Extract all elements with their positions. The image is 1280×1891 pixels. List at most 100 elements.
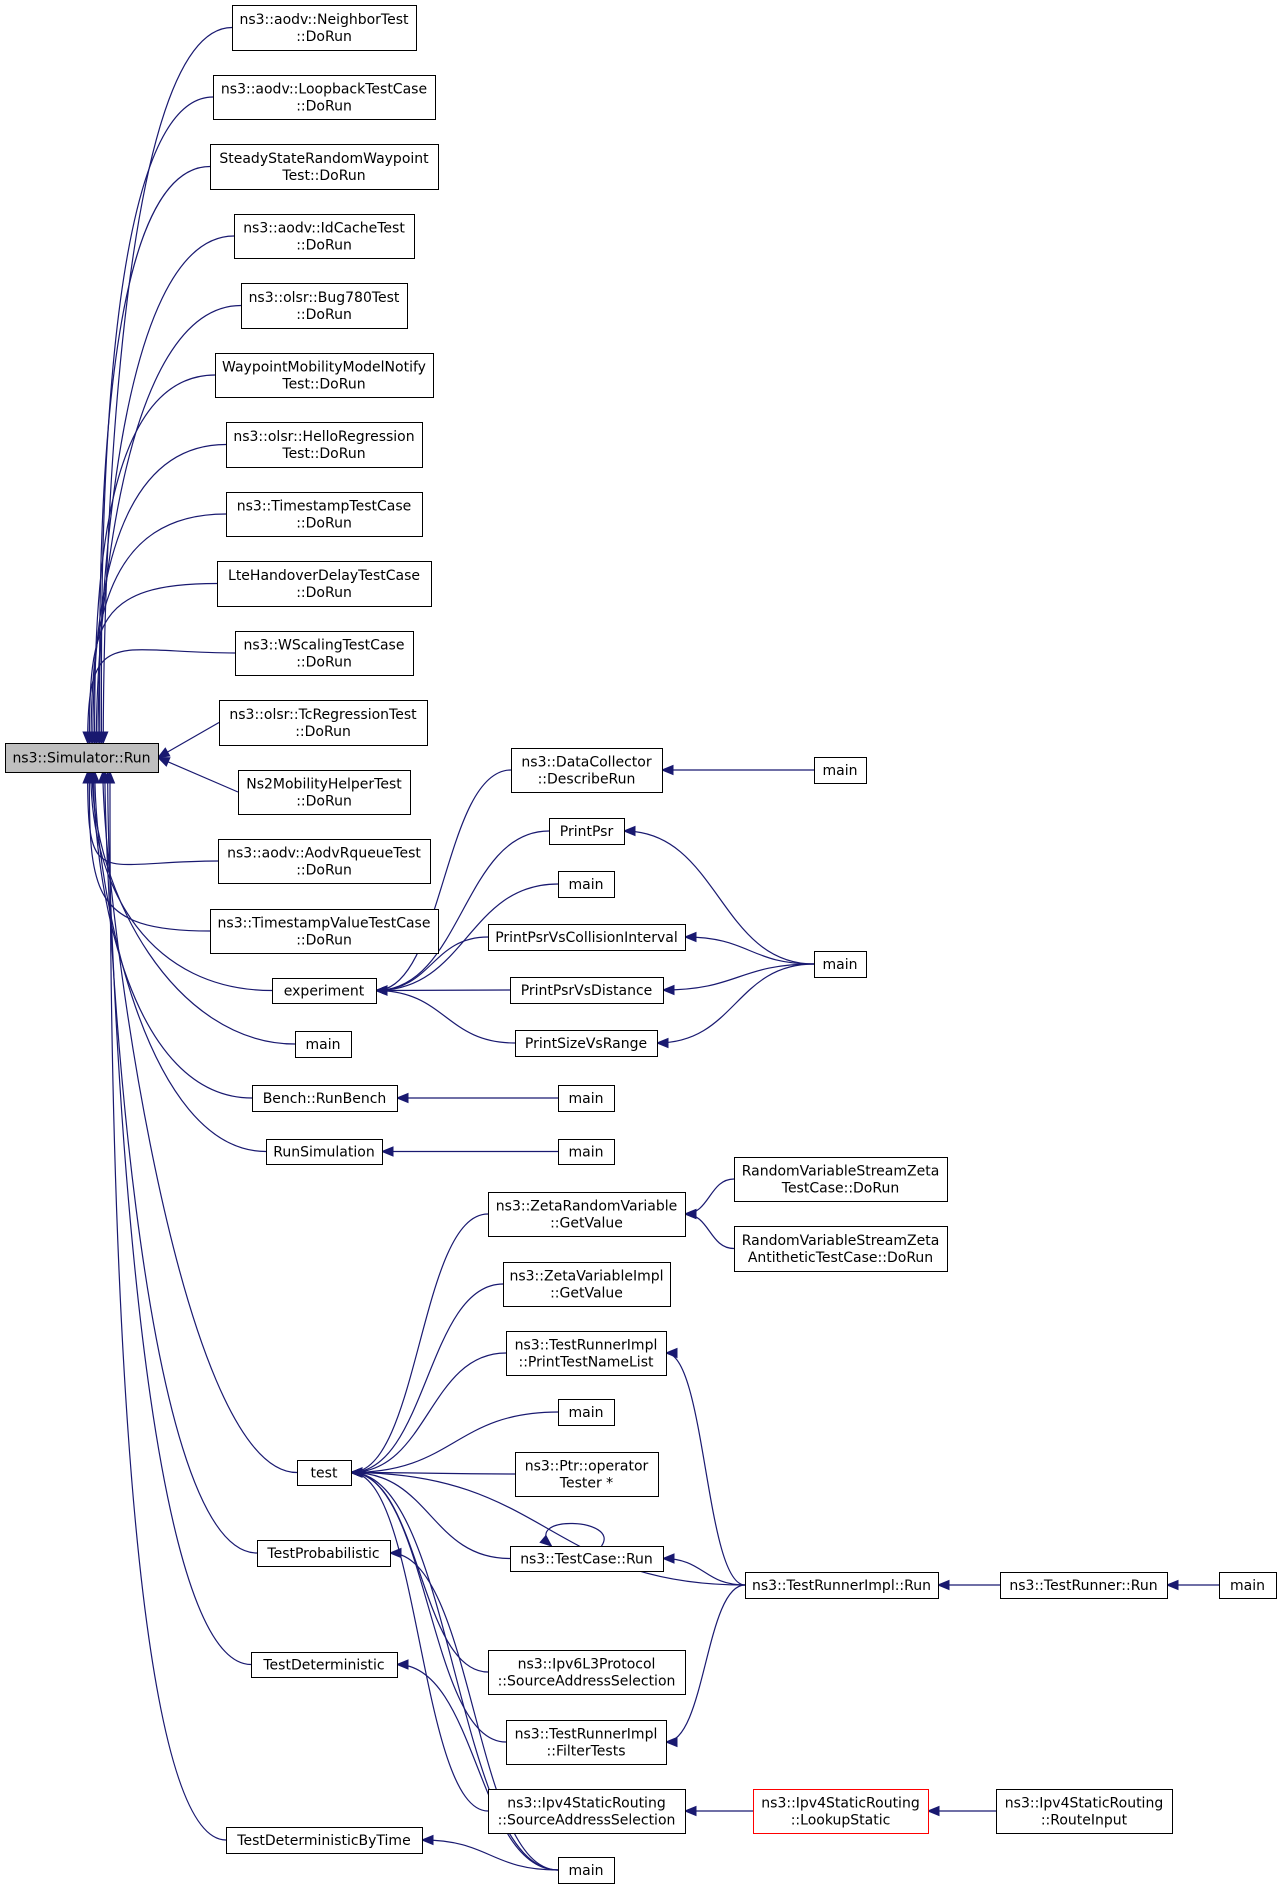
node-box <box>814 757 867 784</box>
node-box <box>734 1157 948 1202</box>
node-printsize[interactable]: PrintSizeVsRange <box>515 1030 658 1057</box>
node-label: AntitheticTestCase::DoRun <box>748 1250 933 1266</box>
call-edge <box>660 764 814 776</box>
node-bug780[interactable]: ns3::olsr::Bug780Test::DoRun <box>241 283 408 329</box>
node-box <box>996 1789 1173 1834</box>
node-label: ::GetValue <box>550 1286 623 1302</box>
node-testdettime[interactable]: TestDeterministicByTime <box>226 1827 423 1854</box>
node-printcoll[interactable]: PrintPsrVsCollisionInterval <box>488 924 686 951</box>
edge-arrowhead <box>661 1553 675 1564</box>
node-experiment[interactable]: experiment <box>272 978 377 1004</box>
call-edge <box>82 649 236 745</box>
node-box <box>515 1452 659 1497</box>
node-main-c[interactable]: main <box>814 757 867 784</box>
call-edge <box>655 963 815 1049</box>
node-testprob[interactable]: TestProbabilistic <box>257 1540 391 1567</box>
node-main-b[interactable]: main <box>558 871 615 898</box>
node-zetaimpl[interactable]: ns3::ZetaVariableImpl::GetValue <box>503 1262 671 1307</box>
node-main-g[interactable]: main <box>558 1399 615 1426</box>
node-filtertests[interactable]: ns3::TestRunnerImpl::FilterTests <box>506 1720 667 1765</box>
edge-line <box>90 771 273 992</box>
node-ipv4sas[interactable]: ns3::Ipv4StaticRouting::SourceAddressSel… <box>488 1789 686 1834</box>
node-label: ::DoRun <box>296 933 352 949</box>
call-edge <box>661 963 815 996</box>
node-box <box>257 1540 391 1567</box>
node-idcache[interactable]: ns3::aodv::IdCacheTest::DoRun <box>234 214 415 259</box>
node-label: ns3::olsr::Bug780Test <box>249 290 400 306</box>
node-tcrun[interactable]: ns3::TestCase::Run <box>510 1546 664 1572</box>
node-neighbor[interactable]: ns3::aodv::NeighborTest::DoRun <box>232 5 417 51</box>
node-box <box>218 839 431 884</box>
node-label: WaypointMobilityModelNotify <box>222 360 426 376</box>
edge-arrowhead <box>388 1547 402 1559</box>
node-main-e[interactable]: main <box>558 1085 615 1112</box>
node-main-d[interactable]: main <box>814 951 867 978</box>
call-edge <box>156 721 220 759</box>
node-lookup[interactable]: ns3::Ipv4StaticRouting::LookupStatic <box>753 1789 929 1834</box>
node-testdet[interactable]: TestDeterministic <box>251 1652 398 1678</box>
edge-arrowhead <box>664 1347 678 1359</box>
node-tcreg[interactable]: ns3::olsr::TcRegressionTest::DoRun <box>219 700 428 746</box>
call-edge <box>395 1659 559 1871</box>
node-printtestname[interactable]: ns3::TestRunnerImpl::PrintTestNameList <box>506 1331 667 1376</box>
node-zetaanti[interactable]: RandomVariableStreamZetaAntitheticTestCa… <box>734 1226 948 1272</box>
node-box <box>558 1139 615 1165</box>
edge-arrowhead <box>622 825 636 837</box>
edge-line <box>421 1839 559 1871</box>
edge-line <box>104 771 258 1554</box>
node-main-i[interactable]: main <box>1219 1572 1277 1599</box>
node-runbench[interactable]: Bench::RunBench <box>252 1085 398 1112</box>
node-box <box>210 909 439 954</box>
node-zetarv[interactable]: ns3::ZetaRandomVariable::GetValue <box>488 1192 686 1237</box>
edge-arrowhead <box>661 984 675 996</box>
node-box <box>217 561 432 607</box>
edge-arrowhead <box>1165 1579 1179 1591</box>
node-lte[interactable]: LteHandoverDelayTestCase::DoRun <box>217 561 432 607</box>
node-printdist[interactable]: PrintPsrVsDistance <box>510 977 664 1004</box>
node-box <box>558 1399 615 1426</box>
node-ns2[interactable]: Ns2MobilityHelperTest::DoRun <box>238 770 411 815</box>
node-test[interactable]: test <box>297 1460 352 1486</box>
node-box <box>745 1572 939 1599</box>
node-wscaling[interactable]: ns3::WScalingTestCase::DoRun <box>235 631 414 676</box>
edge-line <box>95 304 242 744</box>
node-box <box>515 1030 658 1057</box>
edge-line <box>656 963 815 1044</box>
node-printpsr[interactable]: PrintPsr <box>549 818 625 845</box>
node-loopback[interactable]: ns3::aodv::LoopbackTestCase::DoRun <box>213 75 436 120</box>
edge-line <box>102 26 233 744</box>
node-ipv6l3[interactable]: ns3::Ipv6L3Protocol::SourceAddressSelect… <box>488 1650 686 1695</box>
node-runsim[interactable]: RunSimulation <box>266 1139 383 1165</box>
node-main-f[interactable]: main <box>558 1139 615 1165</box>
node-datacollector[interactable]: ns3::DataCollector::DescribeRun <box>511 748 663 793</box>
node-label: TestProbabilistic <box>266 1546 379 1562</box>
node-truntime[interactable]: ns3::TestRunner::Run <box>1000 1572 1168 1599</box>
node-routeinput[interactable]: ns3::Ipv4StaticRouting::RouteInput <box>996 1789 1173 1834</box>
node-root[interactable]: ns3::Simulator::Run <box>5 743 159 773</box>
node-rqueue[interactable]: ns3::aodv::AodvRqueueTest::DoRun <box>218 839 431 884</box>
node-label: SteadyStateRandomWaypoint <box>219 151 429 167</box>
node-timestamp[interactable]: ns3::TimestampTestCase::DoRun <box>226 492 423 537</box>
node-main-h[interactable]: main <box>558 1857 615 1884</box>
call-edge <box>683 1805 753 1817</box>
node-label: ns3::aodv::AodvRqueueTest <box>227 846 421 862</box>
node-label: ::DoRun <box>296 99 352 115</box>
node-label: ns3::Ipv6L3Protocol <box>518 1657 656 1673</box>
node-tsvalue[interactable]: ns3::TimestampValueTestCase::DoRun <box>210 909 439 954</box>
node-trirun[interactable]: ns3::TestRunnerImpl::Run <box>745 1572 939 1599</box>
node-box <box>219 700 428 746</box>
node-label: ::DoRun <box>296 655 352 671</box>
node-label: test <box>311 1466 338 1482</box>
edge-arrowhead <box>683 1208 697 1220</box>
call-edge <box>349 1213 489 1478</box>
call-edge <box>96 96 214 745</box>
node-box <box>549 818 625 845</box>
call-edge <box>539 1522 605 1547</box>
node-label: Tester * <box>559 1476 613 1492</box>
node-main-a[interactable]: main <box>295 1031 352 1058</box>
